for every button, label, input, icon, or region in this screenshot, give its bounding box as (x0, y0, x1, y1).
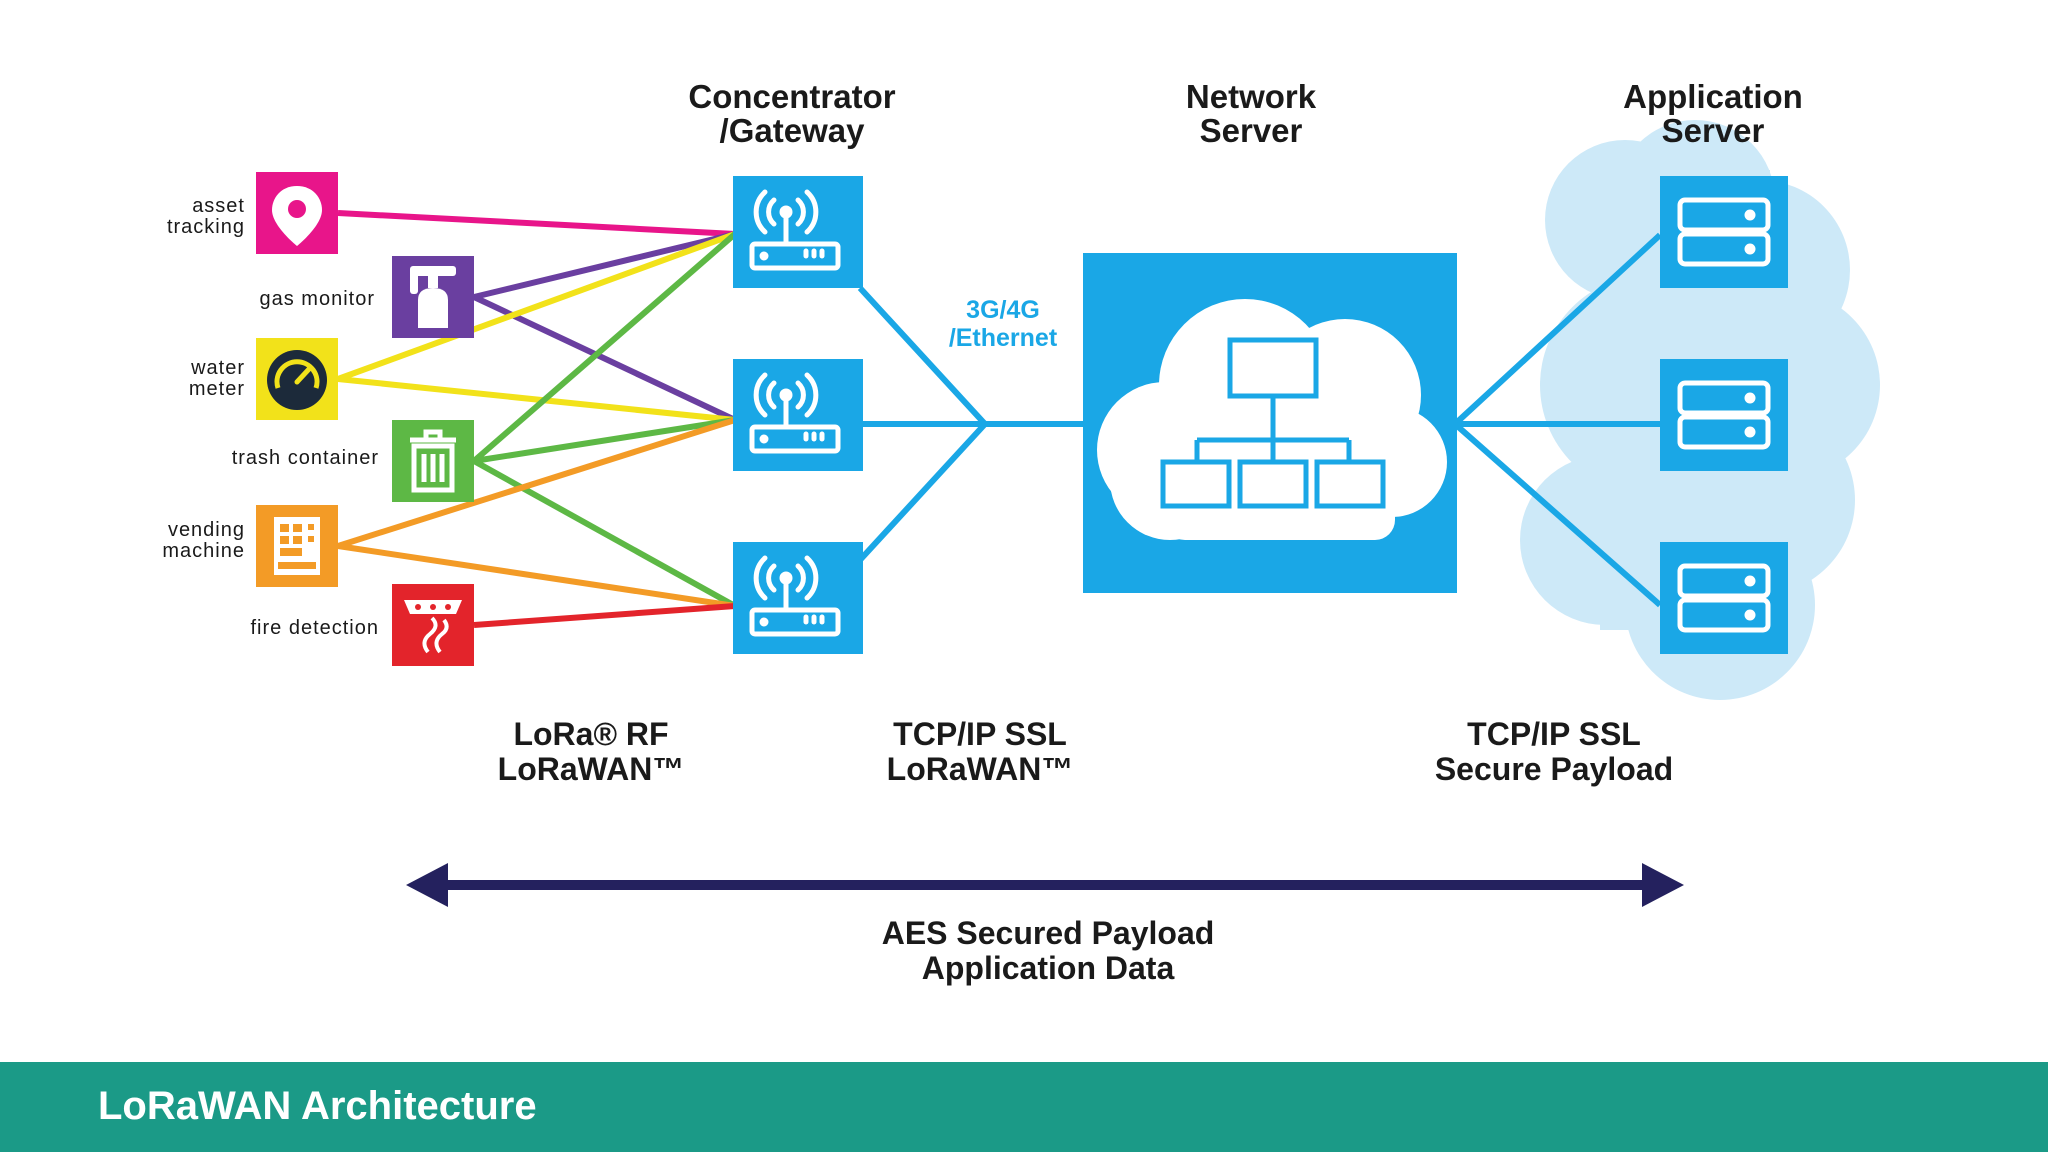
antenna-router-icon (749, 372, 841, 454)
device-links (336, 210, 737, 628)
svg-text:Server: Server (1662, 112, 1765, 149)
footer-bar (0, 1062, 2048, 1152)
rf-link (336, 231, 737, 382)
protocol-rf: LoRa® RF LoRaWAN™ (498, 716, 685, 787)
gateway-2 (733, 359, 863, 471)
application-servers (1660, 176, 1788, 654)
svg-text:/Gateway: /Gateway (720, 112, 866, 149)
rf-link (473, 231, 736, 300)
protocol-application: TCP/IP SSL Secure Payload (1435, 716, 1673, 787)
backhaul-links (857, 285, 1085, 563)
rf-link (337, 376, 736, 423)
gateway-1 (733, 176, 863, 288)
aes-label: AES Secured Payload Application Data (882, 915, 1215, 986)
antenna-router-icon (749, 555, 841, 637)
svg-text:TCP/IP SSL: TCP/IP SSL (1467, 716, 1641, 752)
cloud-network-icon (1097, 299, 1447, 540)
svg-text:machine: machine (162, 540, 245, 562)
svg-text:LoRa® RF: LoRa® RF (513, 716, 668, 752)
network-server (1083, 253, 1457, 593)
svg-text:Concentrator: Concentrator (688, 78, 895, 115)
antenna-router-icon (749, 189, 841, 271)
svg-text:Network: Network (1186, 78, 1317, 115)
device-trash-container: trash container (232, 420, 474, 502)
server-icon (1677, 197, 1771, 267)
svg-text:Application: Application (1623, 78, 1803, 115)
svg-text:trash container: trash container (232, 447, 379, 469)
rf-link (473, 603, 736, 628)
rf-link (472, 458, 737, 609)
svg-text:gas monitor: gas monitor (260, 288, 376, 310)
gateways (733, 176, 863, 654)
svg-text:TCP/IP SSL: TCP/IP SSL (893, 716, 1067, 752)
device-asset-tracking: asset tracking (167, 172, 338, 254)
rf-link (473, 417, 736, 464)
rf-link (472, 231, 737, 464)
end-devices: asset tracking gas monitor water meter (162, 172, 474, 666)
rf-link (472, 294, 737, 423)
application-server-2 (1660, 359, 1788, 471)
server-icon (1677, 563, 1771, 633)
header-application-server: Application Server (1623, 78, 1803, 149)
svg-text:Secure Payload: Secure Payload (1435, 751, 1673, 787)
header-gateway: Concentrator /Gateway (688, 78, 895, 149)
gauge-icon (267, 350, 327, 410)
svg-text:AES Secured Payload: AES Secured Payload (882, 915, 1215, 951)
footer-title: LoRaWAN Architecture (98, 1084, 537, 1128)
svg-text:LoRaWAN™: LoRaWAN™ (498, 751, 685, 787)
svg-text:Application Data: Application Data (922, 950, 1175, 986)
rf-link (337, 543, 736, 609)
rf-link (337, 210, 736, 237)
aes-double-arrow (406, 863, 1684, 907)
svg-text:fire detection: fire detection (250, 617, 379, 639)
svg-text:Server: Server (1200, 112, 1303, 149)
svg-text:LoRaWAN™: LoRaWAN™ (887, 751, 1074, 787)
backhaul-label-line1: 3G/4G (966, 296, 1040, 324)
protocol-network: TCP/IP SSL LoRaWAN™ (887, 716, 1074, 787)
application-server-3 (1660, 542, 1788, 654)
gas-cylinder-icon (410, 266, 456, 328)
device-vending-machine: vending machine (162, 505, 338, 587)
device-water-meter: water meter (189, 338, 338, 420)
svg-text:water: water (190, 357, 245, 379)
location-pin-icon (272, 186, 322, 246)
trash-can-icon (410, 429, 456, 493)
svg-text:meter: meter (189, 378, 245, 400)
rf-link (337, 417, 736, 549)
backhaul-label-line2: /Ethernet (949, 324, 1058, 352)
smoke-detector-icon (404, 600, 462, 654)
application-links (1452, 232, 1663, 608)
header-network-server: Network Server (1186, 78, 1317, 149)
svg-text:vending: vending (168, 519, 245, 541)
svg-text:asset: asset (192, 195, 245, 217)
svg-text:tracking: tracking (167, 216, 245, 238)
server-icon (1677, 380, 1771, 450)
application-server-1 (1660, 176, 1788, 288)
device-fire-detection: fire detection (250, 584, 474, 666)
vending-machine-icon (274, 517, 320, 575)
gateway-3 (733, 542, 863, 654)
device-gas-monitor: gas monitor (260, 256, 474, 338)
